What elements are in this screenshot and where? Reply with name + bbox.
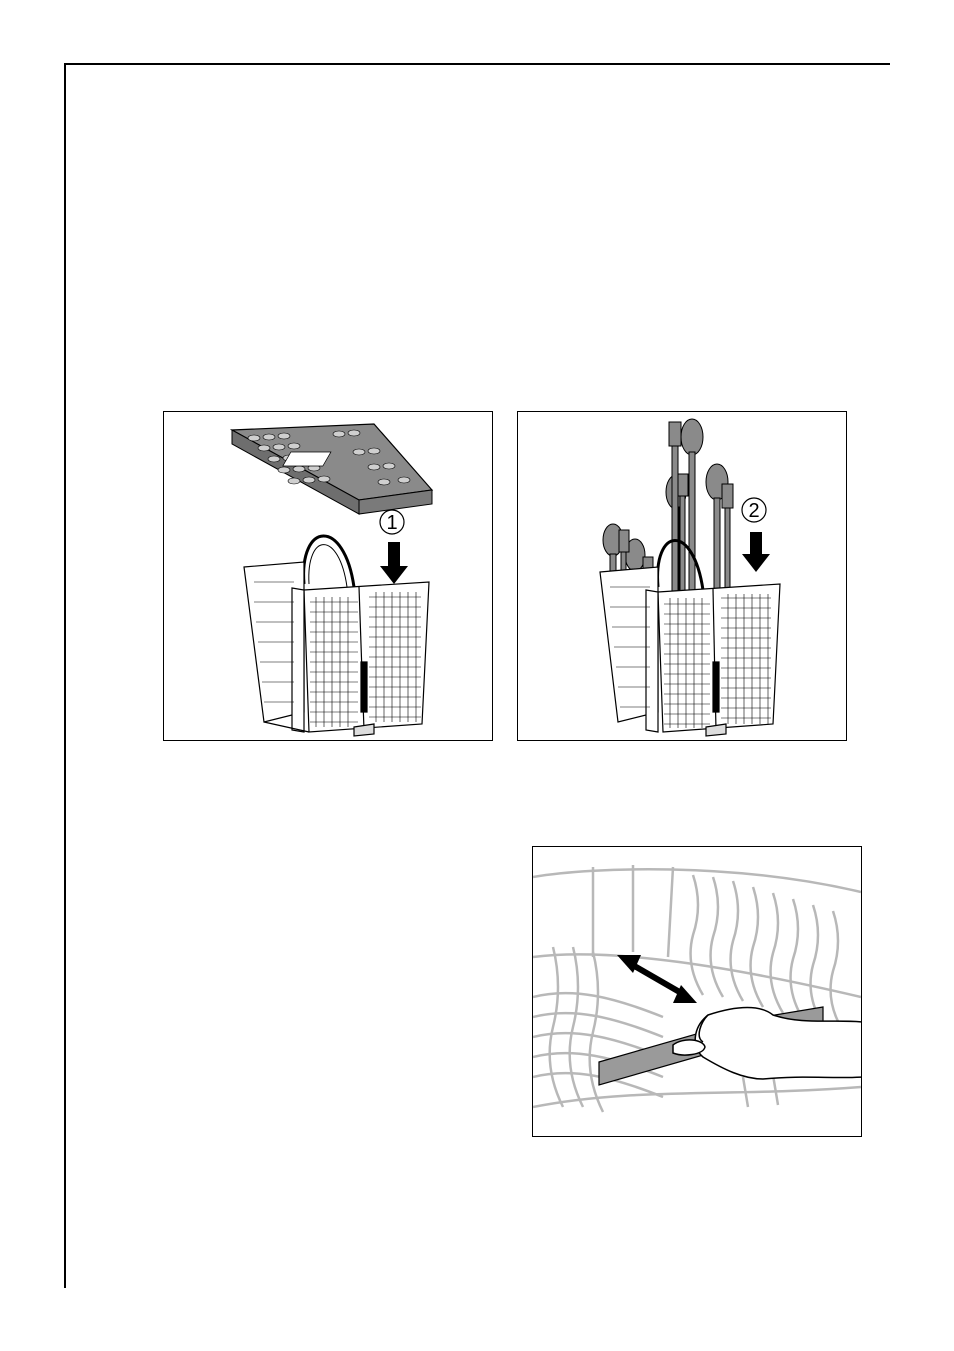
figure-rack-handle-adjust [532, 846, 862, 1137]
page-top-rule [64, 63, 890, 65]
basket-grid-illustration: 1 [164, 412, 492, 740]
figure-basket-grid-insert: 1 [163, 411, 493, 741]
figure-cutlery-in-basket: 2 [517, 411, 847, 741]
down-arrow-icon [380, 542, 408, 584]
step-1-marker: 1 [380, 510, 404, 534]
cutlery-basket-illustration: 2 [518, 412, 846, 740]
step-2-label: 2 [748, 500, 759, 522]
cutlery-basket [244, 536, 429, 736]
page-left-rule [64, 63, 66, 1288]
rack-handle-illustration [533, 847, 861, 1136]
step-1-label: 1 [386, 512, 397, 534]
step-2-marker: 2 [742, 498, 766, 522]
down-arrow-icon [742, 532, 770, 572]
hand [673, 1008, 861, 1080]
grid-insert [232, 424, 432, 514]
